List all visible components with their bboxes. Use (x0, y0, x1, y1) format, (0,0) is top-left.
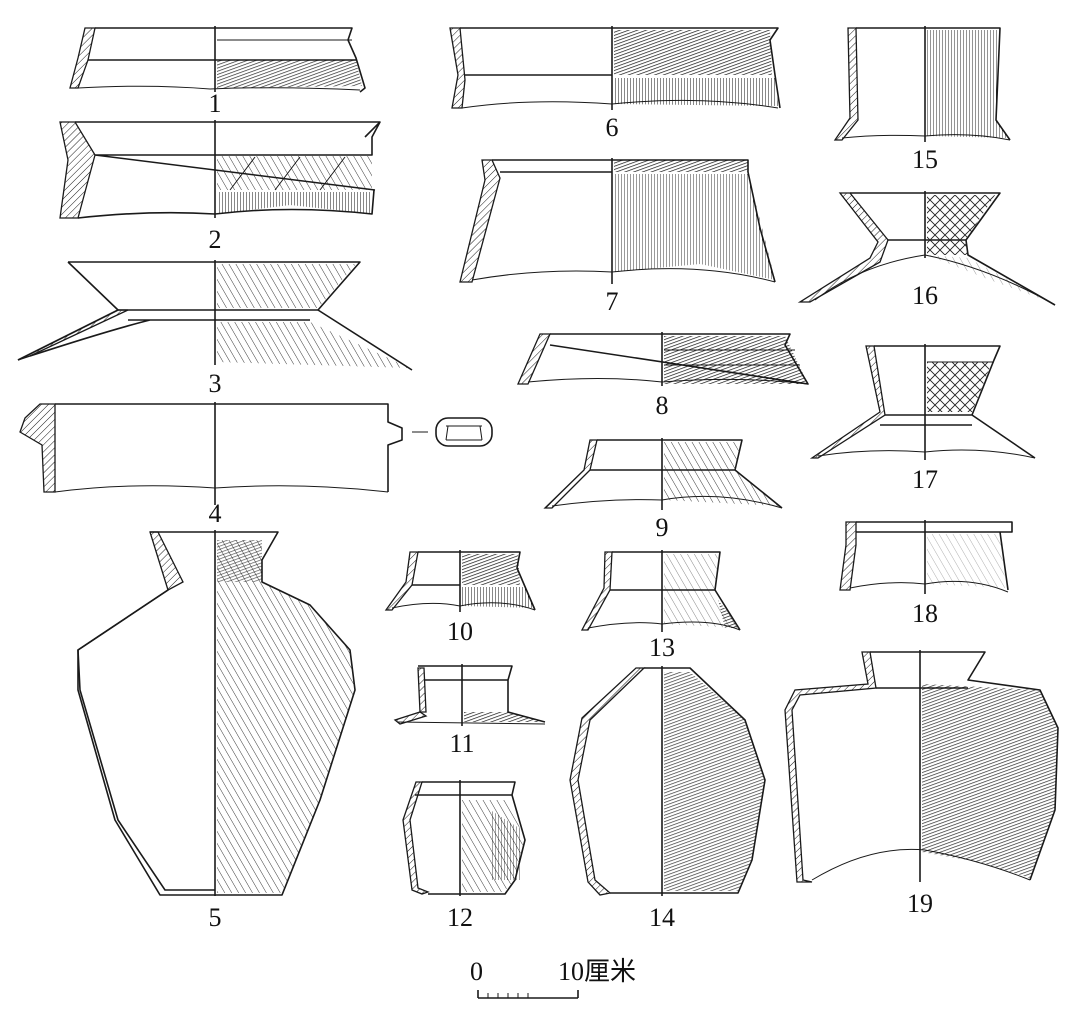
vessel-12 (402, 780, 526, 896)
vessel-7 (459, 158, 776, 284)
label-17: 17 (912, 465, 938, 494)
vessel-6 (449, 26, 781, 110)
label-14: 14 (649, 903, 675, 932)
vessel-16 (797, 191, 1056, 306)
vessel-1 (69, 26, 366, 93)
label-11: 11 (449, 729, 474, 758)
scale-zero-label: 0 (470, 957, 483, 986)
scale-bar: 0 10厘米 (470, 957, 636, 999)
figure-labels: 1 2 3 4 5 6 7 8 9 10 11 12 13 14 15 16 1… (209, 89, 939, 932)
label-12: 12 (447, 903, 473, 932)
vessel-2 (59, 120, 381, 219)
label-1: 1 (209, 89, 222, 118)
vessel-8 (517, 332, 809, 386)
label-9: 9 (656, 513, 669, 542)
label-6: 6 (606, 113, 619, 142)
vessel-18 (839, 520, 1013, 594)
vessel-14 (569, 666, 766, 896)
label-5: 5 (209, 903, 222, 932)
vessel-5 (77, 530, 356, 896)
vessel-13 (580, 550, 741, 632)
label-19: 19 (907, 889, 933, 918)
vessel-9 (543, 438, 783, 510)
vessel-17 (809, 344, 1036, 460)
vessel-19 (784, 650, 1059, 883)
vessel-15 (833, 26, 1011, 142)
label-18: 18 (912, 599, 938, 628)
label-16: 16 (912, 281, 938, 310)
label-2: 2 (209, 225, 222, 254)
label-7: 7 (606, 287, 619, 316)
label-13: 13 (649, 633, 675, 662)
label-8: 8 (656, 391, 669, 420)
label-10: 10 (447, 617, 473, 646)
label-4: 4 (209, 499, 222, 528)
vessel-10 (384, 550, 536, 612)
vessel-11 (393, 664, 546, 726)
label-3: 3 (209, 369, 222, 398)
vessel-4 (19, 402, 493, 505)
label-15: 15 (912, 145, 938, 174)
vessel-3 (17, 260, 413, 371)
scale-end-label: 10厘米 (558, 957, 636, 986)
